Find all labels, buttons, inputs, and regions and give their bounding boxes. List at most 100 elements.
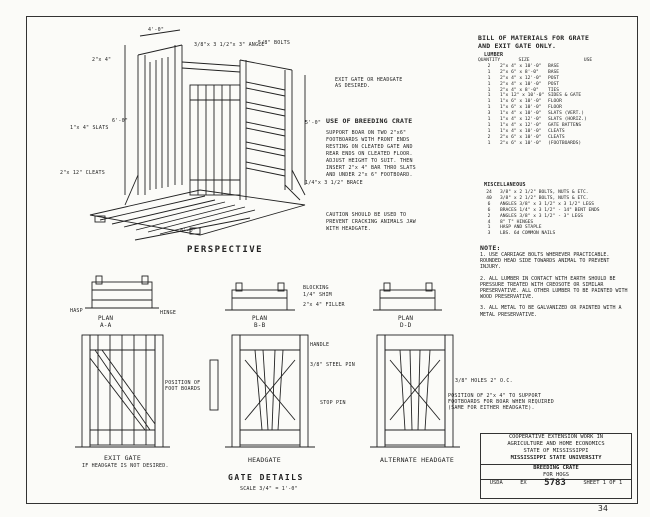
- lumber-qty: 1: [487, 87, 491, 93]
- plan-d-d: [373, 282, 442, 311]
- lumber-size: 2"x 4" x 10'-0": [500, 81, 542, 87]
- misc-qty: 40: [486, 195, 492, 201]
- lumber-use: FLOOR: [548, 105, 562, 111]
- lumber-qty: 1: [487, 99, 491, 105]
- lumber-size: 1"x 4" x 10'-0": [500, 111, 542, 117]
- dim-5-0: 5'-0": [305, 120, 322, 126]
- misc-desc: ANGLES 3/8" x 3 1/2" - 3" LEGS: [500, 213, 583, 219]
- hinge-label: HINGE: [160, 310, 177, 316]
- blocking-label: BLOCKING: [303, 285, 329, 291]
- use-text: SUPPORT BOAR ON TWO 2"x6" FOOTBOARDS WIT…: [326, 130, 416, 178]
- misc-desc: LBS. 6d COMMON NAILS: [500, 231, 556, 237]
- lumber-use: GATE BATTENS: [548, 122, 582, 128]
- lumber-use: BASE: [548, 63, 560, 69]
- position-2x4-label: POSITION OF 2"x 4" TO SUPPORT FOOTBOARDS…: [448, 393, 554, 411]
- lumber-size: 1"x 6" x 10'-0": [500, 105, 542, 111]
- lumber-use: POST: [548, 81, 560, 87]
- lumber-size: 2"x 6" x 10'-0": [500, 134, 542, 140]
- handle-label: HANDLE: [310, 342, 330, 348]
- lumber-row: 3 1"x 4" x 10'-0" SLATS (VERT.): [478, 111, 628, 117]
- misc-qty: 4: [487, 219, 491, 225]
- misc-qty: 2: [487, 213, 491, 219]
- misc-row: 3 LBS. 6d COMMON NAILS: [478, 231, 628, 237]
- brace-callout: 1/4"x 3 1/2" BRACE: [305, 180, 363, 186]
- caution-text: CAUTION SHOULD BE USED TO PREVENT CRACKI…: [326, 212, 416, 232]
- tb-subtitle: FOR HOGS: [543, 472, 569, 478]
- plan-d-label: PLAN: [398, 315, 414, 322]
- plan-a-a: [85, 275, 159, 309]
- shim-label: 1/4" SHIM: [303, 292, 332, 298]
- lumber-use: SLATS (VERT.): [548, 111, 584, 117]
- misc-qty: 6: [487, 201, 491, 207]
- plan-d-section: D-D: [400, 322, 412, 329]
- hasp-label: HASP: [70, 308, 83, 314]
- lumber-use: (FOOTBOARDS): [548, 140, 582, 146]
- steel-pin-label: 3/8" STEEL PIN: [310, 362, 355, 368]
- lumber-qty: 1: [487, 81, 491, 87]
- misc-row: 2 ANGLES 3/8" x 3 1/2" - 3" LEGS: [478, 214, 628, 220]
- lumber-size: 2"x 6" x 10'-0": [500, 140, 542, 146]
- slats-callout: 1"x 4" SLATS: [70, 125, 109, 131]
- lumber-qty: 1: [487, 122, 491, 128]
- drawing-border: [26, 16, 638, 504]
- dim-2x4: 2"x 4": [92, 57, 112, 63]
- plan-a-section: A-A: [100, 322, 112, 329]
- lumber-qty: 1: [487, 75, 491, 81]
- cleats-callout: 2"x 12" CLEATS: [60, 170, 105, 176]
- bom-title-2: AND EXIT GATE ONLY.: [478, 42, 557, 50]
- scale-label: SCALE 3/4" = 1'-0": [240, 486, 298, 492]
- tb-line4: MISSISSIPPI STATE UNIVERSITY: [510, 455, 602, 461]
- title-block: COOPERATIVE EXTENSION WORK IN AGRICULTUR…: [480, 433, 632, 499]
- dim-6-0: 6'-0": [112, 118, 129, 124]
- misc-desc: 3/8" x 2 1/2" BOLTS, NUTS & ETC.: [500, 195, 589, 201]
- plan-b-b: [225, 282, 295, 311]
- misc-row: 40 3/8" x 2 1/2" BOLTS, NUTS & ETC.: [478, 196, 628, 202]
- bom-header-row: QUANTITY SIZE USE: [478, 58, 628, 64]
- plan-b-label: PLAN: [252, 315, 268, 322]
- lumber-size: 1"x 12" x 10'-0": [500, 93, 545, 99]
- position-footboard-label: POSITION OF FOOT BOARDS: [165, 380, 201, 392]
- lumber-qty: 1: [487, 93, 491, 99]
- tb-org: USDA: [489, 480, 503, 486]
- tb-title: BREEDING CRATE: [481, 464, 631, 472]
- lumber-use: BASE: [548, 69, 560, 75]
- misc-desc: ANGLES 3/8" x 3 1/2" x 3 1/2" LEGS: [500, 201, 595, 207]
- lumber-qty: 2: [487, 134, 491, 140]
- lumber-row: 2 2"x 6" x 10'-0" CLEATS: [478, 135, 628, 141]
- bom-title-1: BILL OF MATERIALS FOR GRATE: [478, 34, 590, 42]
- lumber-row: 1 2"x 4" x 10'-0" POST: [478, 82, 628, 88]
- note-2: 2. ALL LUMBER IN CONTACT WITH EARTH SHOU…: [480, 275, 628, 301]
- exit-gate-elevation: [75, 334, 170, 448]
- col-use: USE: [583, 58, 593, 63]
- misc-qty: 6: [487, 207, 491, 213]
- perspective-crate: [89, 29, 306, 241]
- lumber-use: CLEATS: [548, 134, 565, 140]
- misc-qty: 3: [487, 231, 491, 237]
- col-size: SIZE: [518, 58, 530, 63]
- exit-gate-callout: EXIT GATE OR HEADGATE AS DESIRED.: [335, 77, 403, 89]
- tb-number: 5783: [544, 478, 566, 488]
- tb-line2: AGRICULTURE AND HOME ECONOMICS: [507, 441, 605, 447]
- misc-heading: MISCELLANEOUS: [484, 182, 526, 188]
- lumber-qty: 2: [487, 63, 491, 69]
- lumber-size: 1"x 4" x 10'-0": [500, 128, 542, 134]
- tb-number-row: USDA EX 5783 SHEET 1 OF 1: [481, 478, 631, 488]
- angle-callout: 3/8"x 3 1/2"x 3" ANGLE: [194, 42, 265, 48]
- lumber-qty: 3: [487, 111, 491, 117]
- lumber-size: 1"x 6" x 10'-0": [500, 99, 542, 105]
